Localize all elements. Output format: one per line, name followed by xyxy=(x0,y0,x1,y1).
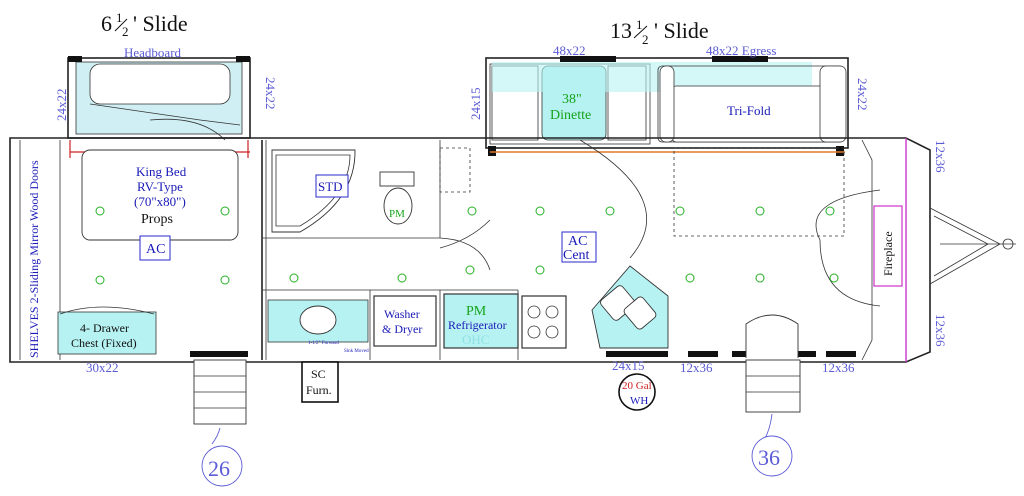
svg-text:2: 2 xyxy=(122,24,129,39)
svg-text:13: 13 xyxy=(610,18,632,43)
shower: STD xyxy=(271,149,356,233)
bedroom-slide: Headboard 24x22 24x22 xyxy=(54,45,278,158)
kitchen-window xyxy=(606,351,668,357)
left-slide-title: 6 1 2 ' Slide xyxy=(101,10,188,39)
entry-steps-right: 36 xyxy=(745,314,801,477)
bottom-window-left xyxy=(190,351,248,357)
ac-cent-label: AC xyxy=(568,234,587,249)
stove xyxy=(521,295,567,349)
bed-right-dim: 24x22 xyxy=(263,77,278,110)
svg-text:Chest (Fixed): Chest (Fixed) xyxy=(71,336,137,350)
ac-cent-box xyxy=(561,231,597,263)
front-window-bottom-dim: 12x36 xyxy=(933,314,948,347)
closet xyxy=(439,147,471,193)
front-window-top-dim: 12x36 xyxy=(933,140,948,173)
svg-text:4- Drawer: 4- Drawer xyxy=(80,321,129,335)
drawer-chest: 4- Drawer Chest (Fixed) xyxy=(57,306,157,355)
kitchen-sink xyxy=(591,265,669,349)
svg-text:& Dryer: & Dryer xyxy=(382,322,422,336)
svg-text:1: 1 xyxy=(116,10,123,25)
svg-text:6: 6 xyxy=(101,11,112,36)
bottom-window-dim-2: 12x36 xyxy=(822,360,855,375)
svg-text:Furn.: Furn. xyxy=(306,383,332,397)
svg-text:Washer: Washer xyxy=(384,307,420,321)
step-left-label: 26 xyxy=(208,456,230,481)
svg-text:2: 2 xyxy=(642,32,649,47)
dinette-label: Dinette xyxy=(550,108,591,123)
water-heater: 20 Gal WH xyxy=(618,373,656,411)
svg-text:WH: WH xyxy=(630,395,648,407)
trailer-body xyxy=(9,137,931,363)
svg-text:SC: SC xyxy=(311,367,326,381)
svg-text:(70"x80"): (70"x80") xyxy=(134,194,186,209)
egress-window-dim: 48x22 Egress xyxy=(706,43,776,58)
svg-text:1-1/2" Forward: 1-1/2" Forward xyxy=(308,341,339,346)
bath-sink: 1-1/2" Forward Sink Moved xyxy=(267,299,369,354)
dinette-left-dim: 24x15 xyxy=(468,88,483,121)
furnace: SC Furn. xyxy=(301,361,339,403)
headboard-label: Headboard xyxy=(124,45,182,60)
svg-text:' Slide: ' Slide xyxy=(654,18,709,43)
trailer-hitch xyxy=(929,207,1016,285)
bed-left-dim: 24x22 xyxy=(54,89,69,122)
shower-label: STD xyxy=(318,179,343,194)
bed: King Bed RV-Type (70"x80") Props AC xyxy=(81,149,239,261)
shelves-label: SHELVES 2-Sliding Mirror Wood Doors xyxy=(27,160,41,358)
svg-text:Fireplace: Fireplace xyxy=(881,231,895,276)
dinette-size: 38" xyxy=(562,92,582,107)
svg-text:RV-Type: RV-Type xyxy=(137,179,183,194)
svg-text:Cent: Cent xyxy=(563,248,590,263)
toilet: PM xyxy=(379,171,415,225)
props-label: Props xyxy=(141,212,173,227)
chest-dim: 30x22 xyxy=(86,360,119,375)
bottom-window-dim-1: 12x36 xyxy=(680,360,713,375)
living-slide: 48x22 48x22 Egress 24x15 24x22 38" Dinet… xyxy=(468,43,870,156)
svg-text:Sink Moved: Sink Moved xyxy=(344,349,369,354)
svg-text:1: 1 xyxy=(636,17,643,32)
ac-box xyxy=(139,235,171,261)
trifold-label: Tri-Fold xyxy=(727,103,771,118)
right-slide-title: 13 1 2 ' Slide xyxy=(610,17,709,47)
entry-steps-left: 26 xyxy=(193,359,247,487)
fireplace: Fireplace xyxy=(873,205,903,287)
refrigerator: PM Refrigerator OHC xyxy=(443,293,519,349)
ac-label: AC xyxy=(146,242,165,257)
svg-text:20 Gal: 20 Gal xyxy=(622,380,652,392)
light-markers xyxy=(95,206,839,285)
svg-text:King Bed: King Bed xyxy=(136,164,187,179)
step-right-label: 36 xyxy=(758,445,780,470)
svg-text:Refrigerator: Refrigerator xyxy=(448,318,507,332)
kitchen-window-dim: 24x15 xyxy=(612,358,645,373)
dinette-window-dim: 48x22 xyxy=(553,43,586,58)
svg-text:PM: PM xyxy=(466,304,487,319)
trifold-right-dim: 24x22 xyxy=(855,78,870,111)
svg-text:' Slide: ' Slide xyxy=(133,11,188,36)
svg-text:PM: PM xyxy=(389,208,405,220)
washer-dryer: Washer & Dryer xyxy=(373,295,437,347)
svg-text:OHC: OHC xyxy=(462,332,489,347)
